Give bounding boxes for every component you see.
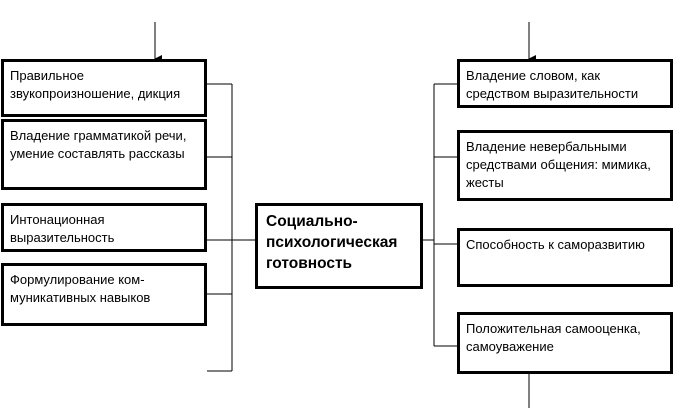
right-box-self-esteem: Положительная самооценка, самоуважение [457, 312, 673, 374]
left-box-pronunciation: Правильное звукопроизношение, дикция [1, 59, 207, 117]
box-label: Владение невербальными средствами общени… [466, 139, 651, 190]
left-box-grammar: Владение грамматикой речи, умение состав… [1, 119, 207, 190]
box-label: Способность к саморазвитию [466, 237, 645, 252]
right-box-self-development: Способность к саморазвитию [457, 228, 673, 287]
center-box: Социально-психологическая готовность [255, 203, 423, 289]
right-box-nonverbal: Владение невербальными средствами общени… [457, 130, 673, 201]
box-label: Владение грамматикой речи, умение состав… [10, 128, 187, 161]
box-label: Правильное звукопроизношение, дикция [10, 68, 181, 101]
box-label: Положительная самооценка, самоуважение [466, 321, 641, 354]
box-label: Формулирование ком-муникативных навыков [10, 272, 151, 305]
box-label: Владение словом, как средством выразител… [466, 68, 639, 101]
box-label: Интонационная выразительность [10, 212, 115, 245]
left-box-communication: Формулирование ком-муникативных навыков [1, 263, 207, 326]
left-box-intonation: Интонационная выразительность [1, 203, 207, 252]
right-box-word: Владение словом, как средством выразител… [457, 59, 673, 108]
center-label: Социально-психологическая готовность [266, 213, 398, 272]
